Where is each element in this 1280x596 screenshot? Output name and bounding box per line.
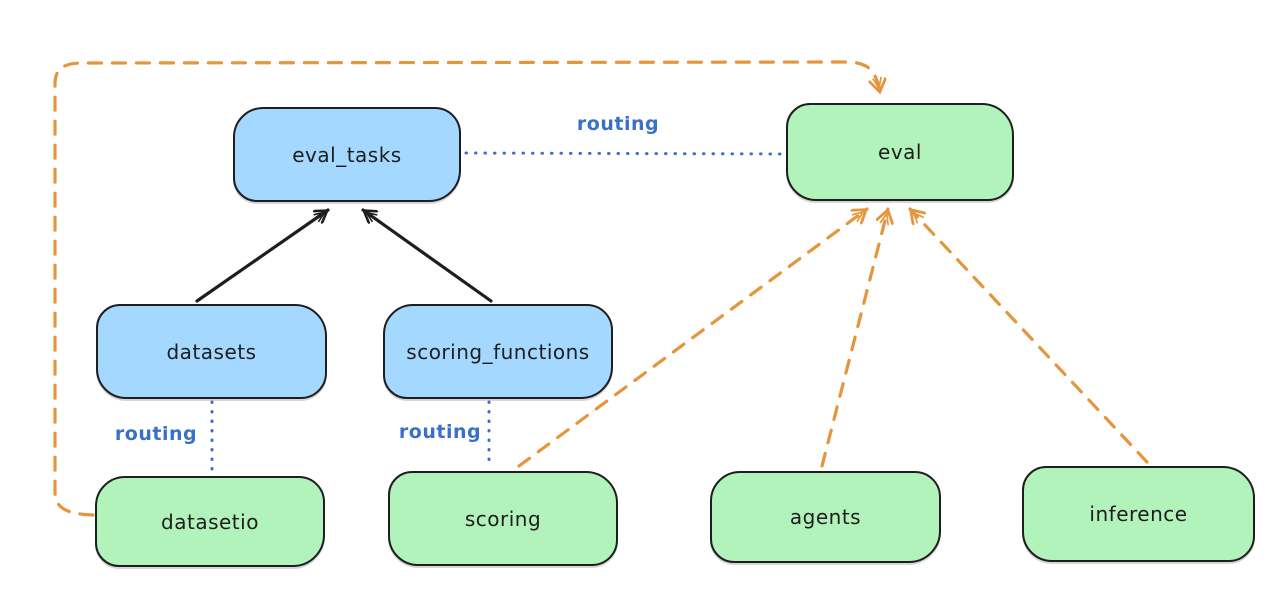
node-agents: agents [710,471,941,563]
edge-inference-eval-dashed [908,207,1149,464]
node-inference-label: inference [1089,502,1188,526]
node-eval-tasks: eval_tasks [233,107,461,202]
node-datasetio: datasetio [95,476,325,567]
node-eval: eval [786,103,1014,201]
edge-scoringfunctions-evaltasks-arrow [361,208,493,303]
edge-label-routing-top: routing [576,113,660,135]
node-datasets-label: datasets [166,339,257,364]
edge-label-routing-left: routing [114,423,198,445]
edge-label-routing-mid: routing [398,421,482,443]
edge-agents-eval-dashed [820,207,888,468]
node-agents-label: agents [789,505,862,529]
node-scoring-label: scoring [464,506,542,531]
node-datasetio-label: datasetio [161,509,259,534]
node-scoring: scoring [388,471,618,566]
node-eval-tasks-label: eval_tasks [292,142,402,167]
node-scoring-functions-label: scoring_functions [406,339,590,364]
node-datasets: datasets [96,304,327,399]
edge-scoring-eval-dashed [517,207,869,468]
node-scoring-functions: scoring_functions [383,304,613,399]
node-inference: inference [1022,466,1255,562]
edge-datasets-evaltasks-arrow [195,208,330,303]
edge-datasetio-eval-dashed [53,60,880,517]
edge-evaltasks-eval-dotted [464,151,785,156]
node-eval-label: eval [878,140,922,164]
